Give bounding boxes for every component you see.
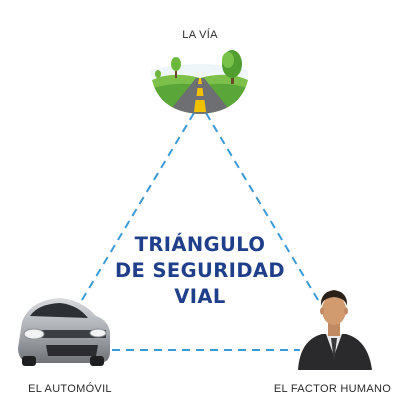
title-line-3: VIAL	[174, 285, 226, 308]
car-icon	[18, 298, 110, 366]
title-line-1: TRIÁNGULO	[134, 233, 266, 256]
node-label-human: EL FACTOR HUMANO	[273, 383, 392, 395]
road-icon	[150, 50, 248, 114]
title-line-2: DE SEGURIDAD	[114, 259, 286, 282]
node-label-road: LA VÍA	[182, 29, 218, 41]
node-label-car: EL AUTOMÓVIL	[28, 383, 112, 395]
person-icon	[298, 290, 372, 370]
diagram-title: TRIÁNGULO DE SEGURIDAD VIAL	[100, 232, 300, 310]
